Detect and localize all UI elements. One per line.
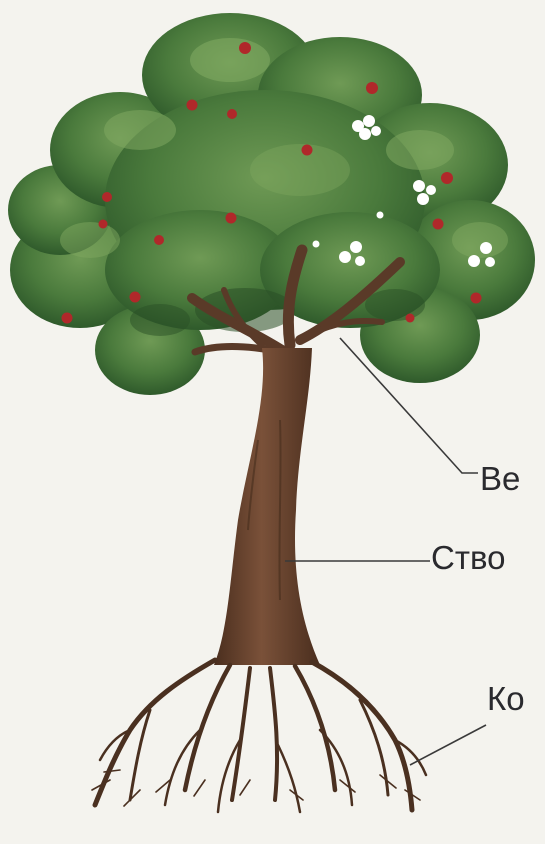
leader-line-roots	[410, 725, 486, 765]
roots	[92, 660, 426, 812]
label-roots: Ко	[487, 682, 525, 715]
label-trunk: Ство	[431, 541, 505, 574]
trunk	[214, 348, 320, 665]
label-branches: Ве	[480, 462, 520, 495]
canopy	[8, 13, 535, 395]
